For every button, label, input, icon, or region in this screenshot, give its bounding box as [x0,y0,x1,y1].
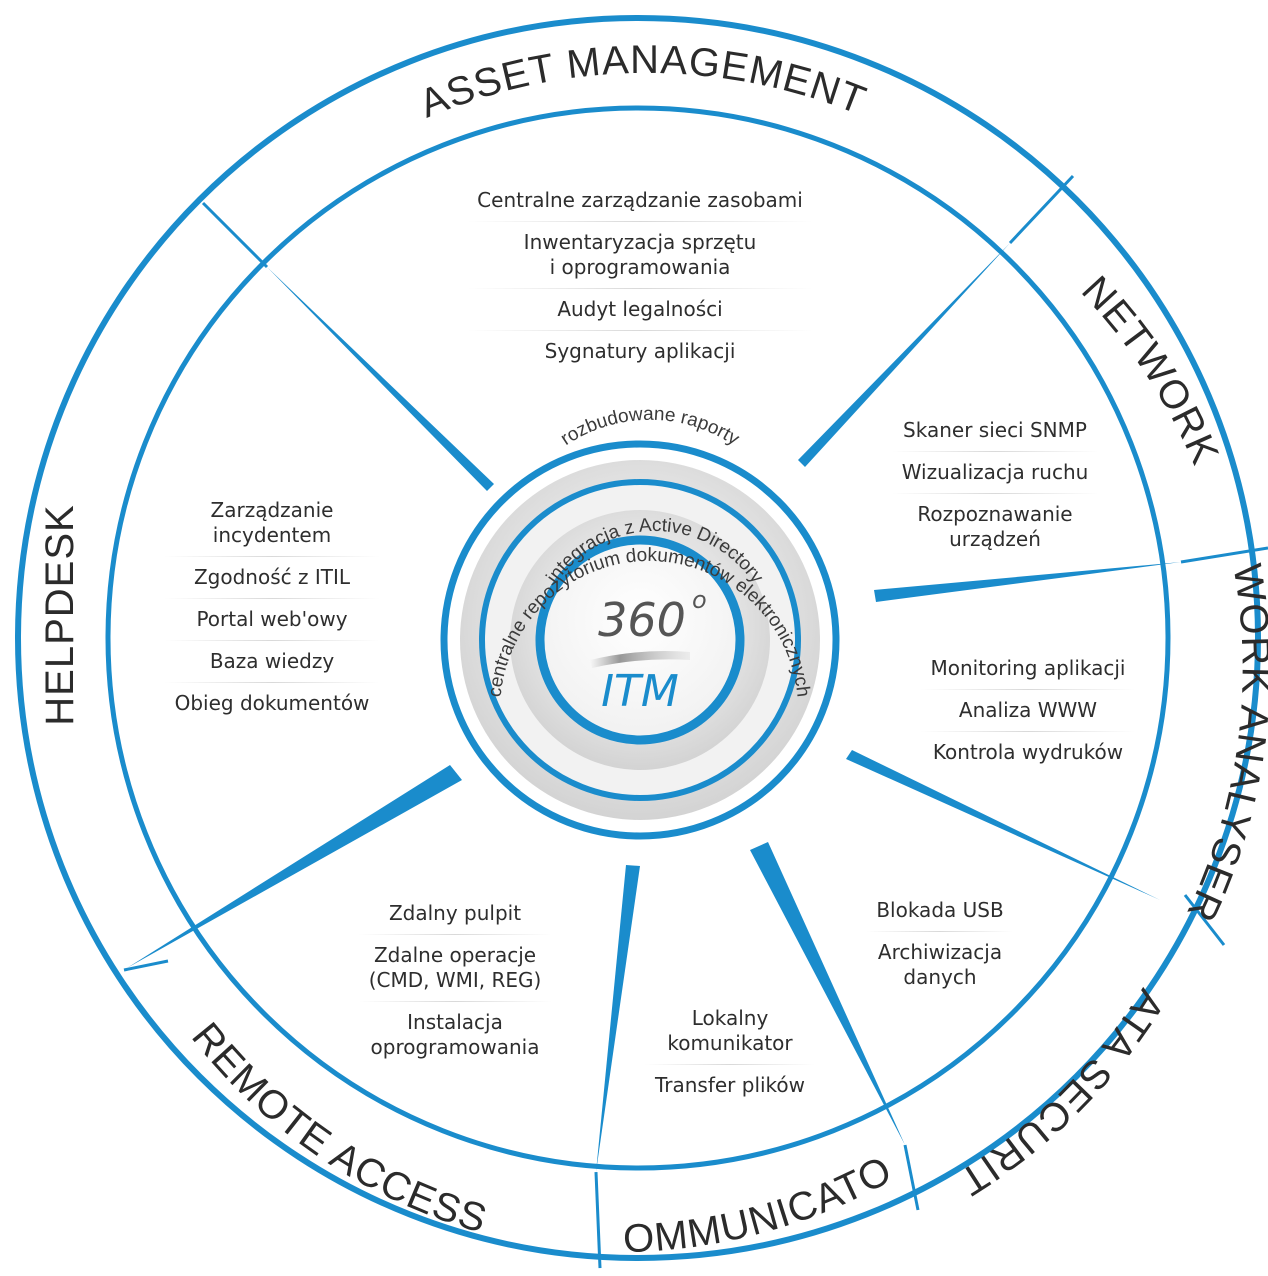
core-inner-blue-ring [535,535,745,745]
module-label-asset-management: ASSET MANAGEMENT [414,38,872,126]
itm-360-logo: 360 o ITM [590,586,707,717]
feature-separator [358,1001,552,1002]
feature-item: Kontrola wydruków [932,740,1124,764]
feature-item: Zdalny pulpit [388,901,522,925]
logo-itm-text: ITM [601,666,679,717]
feature-item: Transfer plików [654,1073,806,1097]
feature-item: Audyt legalności [557,297,723,321]
feature-separator [866,931,1014,932]
feature-separator [358,934,552,935]
feature-separator [644,1064,816,1065]
feature-separator [891,493,1099,494]
feature-separator [920,689,1136,690]
feature-separator [891,451,1099,452]
feature-separator [164,556,380,557]
logo-brush-stroke [590,651,690,668]
feature-item: Wizualizacja ruchu [901,460,1089,484]
feature-item: Obieg dokumentów [174,691,370,715]
wedge-spokes [127,243,1181,1172]
feature-item: Sygnatury aplikacji [544,339,736,363]
feature-item: Portal web'owy [196,607,348,631]
outer-ring [15,15,1261,1261]
feature-item: Monitoring aplikacji [930,656,1126,680]
feature-item: Zdalne operacje(CMD, WMI, REG) [368,943,542,992]
feature-item: Zgodność z ITIL [193,565,351,589]
feature-separator [164,598,380,599]
module-label-helpdesk: HELPDESK [38,504,82,725]
feature-item: Skaner sieci SNMP [903,418,1087,442]
feature-item: Centralne zarządzanie zasobami [477,188,803,212]
feature-item: Blokada USB [876,898,1004,922]
feature-separator [164,682,380,683]
feature-item: Analiza WWW [958,698,1098,722]
feature-separator [467,221,813,222]
inner-ring [105,105,1171,1171]
logo-360-text: 360 [598,593,686,647]
outer-band-separators [123,174,1268,1269]
module-label-work-analyser: WORK ANALYSER [1178,561,1268,929]
feature-separator [467,288,813,289]
feature-separator [164,640,380,641]
feature-separator [920,731,1136,732]
logo-degree-text: o [692,586,707,614]
feature-item: Baza wiedzy [209,649,335,673]
feature-separator [467,330,813,331]
